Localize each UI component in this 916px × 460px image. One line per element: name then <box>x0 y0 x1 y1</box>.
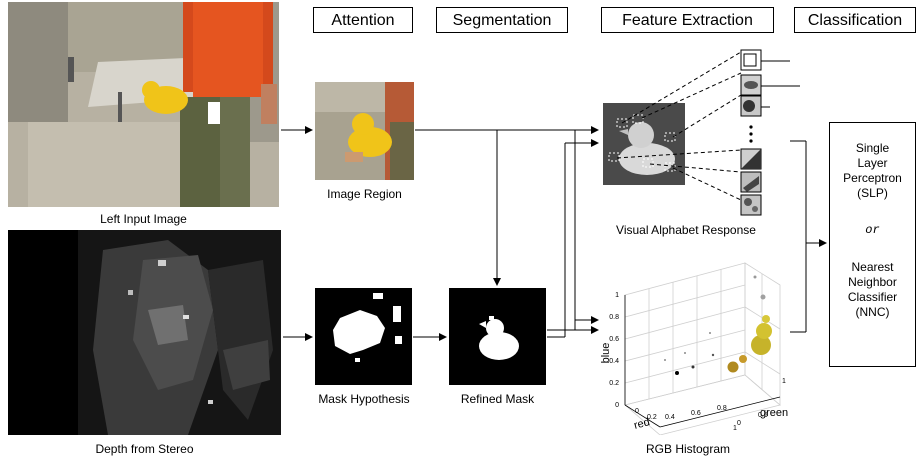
duck-feature-image <box>603 103 685 185</box>
caption-image-region: Image Region <box>327 187 402 201</box>
blue-tick-2: 0.4 <box>609 358 619 365</box>
axis-label-blue: blue <box>600 343 612 364</box>
slp-line-3: Perceptron <box>843 171 902 185</box>
green-tick-2: 1 <box>782 378 786 385</box>
mask-hypothesis-image <box>315 288 412 385</box>
green-tick-0: 0 <box>737 420 741 427</box>
image-region-thumbnail <box>315 82 414 180</box>
left-input-image <box>8 2 279 207</box>
depth-image <box>8 230 281 435</box>
stage-feature-extraction: Feature Extraction <box>601 7 774 33</box>
rgb-histogram-plot: 0 0.2 0.4 0.6 0.8 1 0 0.2 0.4 0.6 0.8 1 … <box>600 262 788 435</box>
blue-tick-4: 0.8 <box>609 314 619 321</box>
blue-tick-1: 0.2 <box>609 380 619 387</box>
green-tick-1: 0.5 <box>758 412 768 419</box>
red-tick-2: 0.4 <box>665 414 675 421</box>
caption-rgb-histogram: RGB Histogram <box>645 442 731 456</box>
stage-attention: Attention <box>313 7 413 33</box>
red-tick-4: 0.8 <box>717 405 727 412</box>
axis-label-red: red <box>633 416 651 432</box>
slp-line-1: Single <box>855 141 890 155</box>
red-tick-3: 0.6 <box>691 410 701 417</box>
caption-visual-alphabet: Visual Alphabet Response <box>616 223 756 237</box>
blue-tick-0: 0 <box>615 402 619 409</box>
caption-mask-hypothesis: Mask Hypothesis <box>318 392 410 406</box>
caption-depth: Depth from Stereo <box>95 442 194 456</box>
nnc-line-3: Classifier <box>847 290 898 304</box>
nnc-line-4: (NNC) <box>855 305 890 319</box>
classifier-box: Single Layer Perceptron (SLP) or Nearest… <box>829 122 916 367</box>
red-tick-0: 0 <box>635 408 639 415</box>
axis-label-green: green <box>760 407 788 419</box>
red-tick-1: 0.2 <box>647 414 657 421</box>
caption-refined-mask: Refined Mask <box>460 392 535 406</box>
slp-line-2: Layer <box>857 156 888 170</box>
caption-left-input: Left Input Image <box>100 212 187 226</box>
stage-segmentation: Segmentation <box>436 7 568 33</box>
blue-tick-3: 0.6 <box>609 336 619 343</box>
nnc-line-2: Neighbor <box>848 275 897 289</box>
nnc-line-1: Nearest <box>851 260 894 274</box>
stage-classification: Classification <box>794 7 916 33</box>
blue-tick-5: 1 <box>615 292 619 299</box>
refined-mask-image <box>449 288 546 385</box>
red-tick-5: 1 <box>733 425 737 432</box>
or-label: or <box>865 223 880 237</box>
visual-alphabet-patches <box>740 49 762 216</box>
slp-line-4: (SLP) <box>857 186 888 200</box>
